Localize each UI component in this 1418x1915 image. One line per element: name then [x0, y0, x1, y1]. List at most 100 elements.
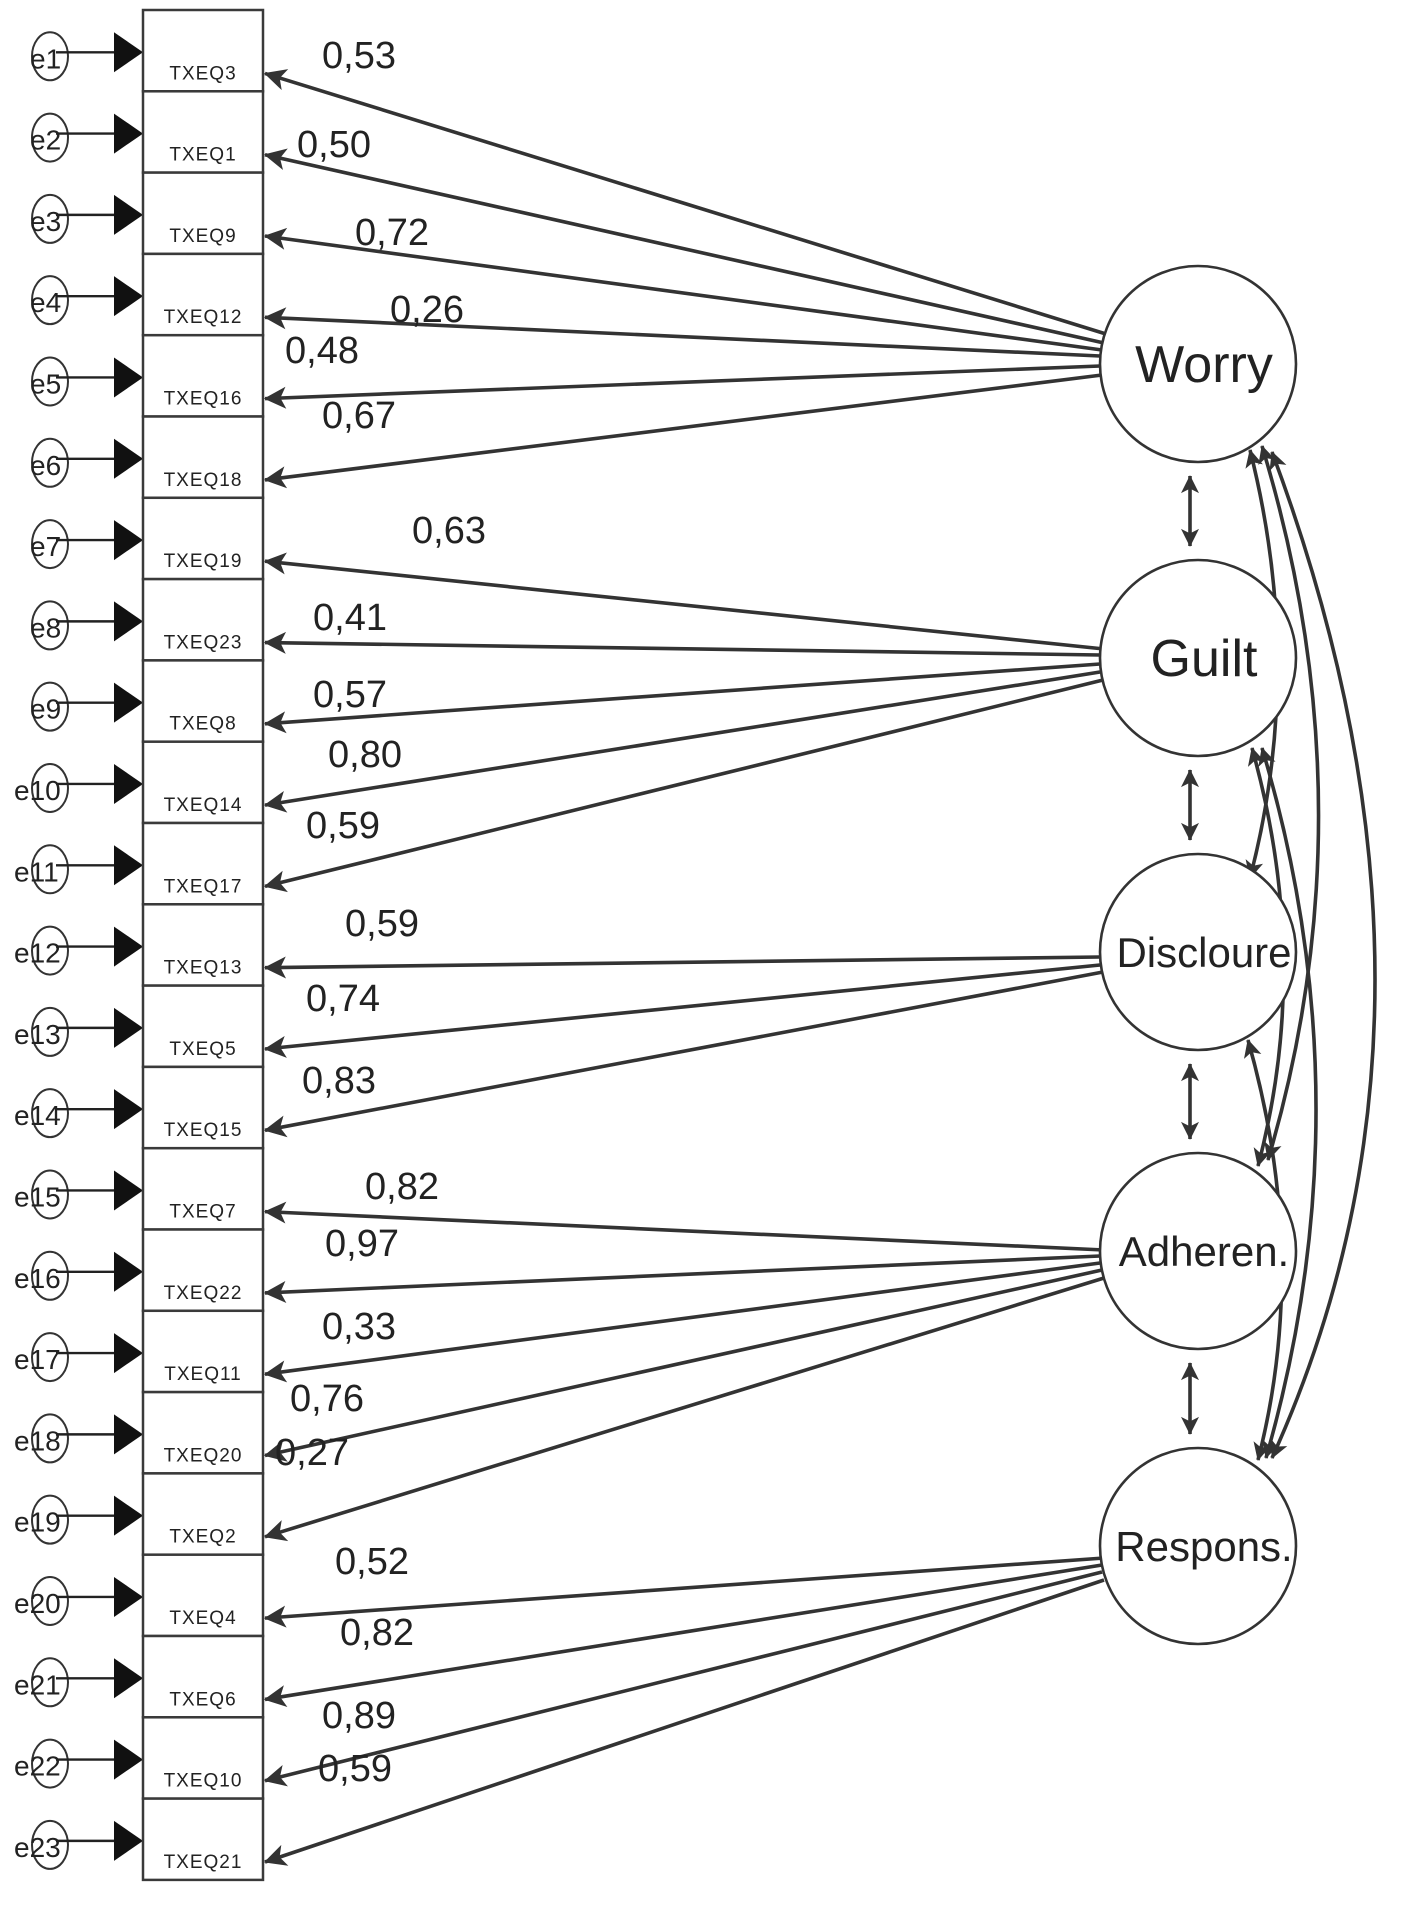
error-terms: e1e2e3e4e5e6e7e8e9e10e11e12e13e14e15e16e…: [14, 31, 143, 1870]
factor-worry: Worry: [1098, 264, 1298, 464]
error-term-e14: e14: [14, 1088, 143, 1139]
indicator-txeq22: TXEQ22: [141, 1228, 265, 1313]
indicator-label: TXEQ17: [164, 876, 243, 897]
indicator-box: [141, 659, 265, 743]
error-arrowhead: [114, 113, 143, 154]
error-ellipse: [31, 1250, 69, 1301]
error-ellipse: [31, 112, 69, 163]
loading-coefficient-txeq21: 0,59: [318, 1748, 392, 1790]
loading-coefficient-txeq5: 0,74: [306, 978, 380, 1020]
error-term-e17: e17: [14, 1332, 143, 1383]
loading-arrow-txeq11: [263, 1261, 1101, 1383]
error-arrowhead: [114, 1576, 143, 1617]
factor-label: Guilt: [1151, 630, 1258, 688]
factor-circle: [1098, 1151, 1298, 1351]
indicator-txeq10: TXEQ10: [141, 1716, 265, 1800]
error-arrowhead: [114, 1089, 143, 1130]
error-label: e8: [30, 612, 61, 643]
indicator-box: [141, 1228, 265, 1313]
loading-arrow-txeq4: [263, 1556, 1105, 1628]
loading-coefficient-txeq22: 0,97: [325, 1223, 399, 1265]
factor-adheren: Adheren.: [1098, 1151, 1298, 1351]
loading-coefficient-txeq2: 0,27: [275, 1432, 349, 1474]
indicator-label: TXEQ9: [169, 226, 236, 247]
indicator-txeq8: TXEQ8: [141, 659, 265, 743]
indicator-txeq3: TXEQ3: [141, 8, 265, 93]
error-label: e4: [30, 287, 61, 318]
indicator-box: [141, 1390, 265, 1475]
factor-circle: [1098, 852, 1298, 1052]
error-label: e14: [14, 1100, 61, 1131]
loading-coefficient-txeq8: 0,57: [313, 674, 387, 716]
loading-coefficient-txeq23: 0,41: [313, 597, 387, 639]
error-label: e9: [30, 694, 61, 725]
error-term-e21: e21: [14, 1657, 143, 1708]
indicator-txeq2: TXEQ2: [141, 1472, 265, 1556]
error-arrowhead: [114, 1495, 143, 1536]
indicator-label: TXEQ19: [164, 551, 243, 572]
error-arrowhead: [114, 194, 143, 235]
loading-coefficient-txeq6: 0,82: [340, 1612, 414, 1654]
error-term-e12: e12: [14, 925, 143, 976]
indicator-label: TXEQ8: [169, 714, 236, 735]
error-ellipse: [31, 1332, 69, 1383]
error-ellipse: [31, 1006, 69, 1057]
indicator-label: TXEQ12: [164, 307, 243, 328]
error-label: e17: [14, 1344, 61, 1375]
factor-loadings: [263, 69, 1107, 1866]
error-label: e11: [14, 856, 59, 887]
error-ellipse: [31, 681, 69, 732]
indicator-label: TXEQ16: [164, 389, 243, 410]
factor-respons: Respons.: [1098, 1446, 1298, 1646]
loading-coefficient-txeq9: 0,72: [355, 212, 429, 254]
indicator-label: TXEQ15: [164, 1120, 243, 1141]
error-arrowhead: [114, 1414, 143, 1455]
error-label: e2: [30, 125, 61, 156]
indicator-label: TXEQ22: [164, 1283, 243, 1304]
loading-coefficient-txeq4: 0,52: [335, 1541, 409, 1583]
indicator-label: TXEQ1: [169, 145, 236, 166]
loading-coefficients: 0,530,500,720,260,480,670,630,410,570,80…: [275, 35, 486, 1790]
indicator-box: [141, 1065, 265, 1150]
error-ellipse: [31, 762, 69, 813]
error-term-e23: e23: [14, 1819, 143, 1870]
indicator-box: [141, 821, 265, 906]
indicator-label: TXEQ11: [164, 1364, 241, 1385]
loading-arrow-txeq17: [263, 678, 1104, 893]
indicator-label: TXEQ23: [164, 632, 243, 653]
loading-arrow-txeq12: [263, 307, 1101, 358]
error-arrowhead: [114, 1251, 143, 1292]
loading-arrow-txeq13: [263, 955, 1101, 979]
error-label: e13: [14, 1019, 61, 1050]
error-arrowhead: [114, 1170, 143, 1211]
factor-guilt: Guilt: [1098, 558, 1298, 758]
error-label: e16: [14, 1263, 61, 1294]
indicator-label: TXEQ5: [169, 1039, 236, 1060]
error-ellipse: [31, 1575, 69, 1626]
indicator-txeq21: TXEQ21: [141, 1797, 265, 1882]
error-arrowhead: [114, 1820, 143, 1861]
indicator-box: [141, 8, 265, 93]
loading-arrow-txeq16: [263, 364, 1101, 409]
error-ellipse: [31, 356, 69, 407]
indicator-label: TXEQ20: [164, 1445, 243, 1466]
loading-coefficient-txeq10: 0,89: [322, 1695, 396, 1737]
loading-coefficient-txeq14: 0,80: [328, 734, 402, 776]
error-label: e22: [14, 1751, 61, 1782]
indicator-box: [141, 903, 265, 987]
loading-arrow-txeq21: [263, 1578, 1105, 1866]
loading-arrow-txeq10: [263, 1570, 1103, 1787]
indicator-label: TXEQ14: [164, 795, 243, 816]
loading-arrow-txeq23: [263, 631, 1101, 657]
error-label: e3: [30, 206, 61, 237]
loading-coefficient-txeq16: 0,48: [285, 330, 359, 372]
loading-coefficient-txeq13: 0,59: [345, 903, 419, 945]
error-arrowhead: [114, 32, 143, 73]
loading-coefficient-txeq18: 0,67: [322, 395, 396, 437]
loading-arrow-txeq15: [263, 970, 1104, 1138]
error-arrowhead: [114, 1658, 143, 1699]
indicator-txeq20: TXEQ20: [141, 1390, 265, 1475]
loading-arrow-txeq3: [263, 69, 1107, 336]
loading-coefficient-txeq15: 0,83: [302, 1060, 376, 1102]
